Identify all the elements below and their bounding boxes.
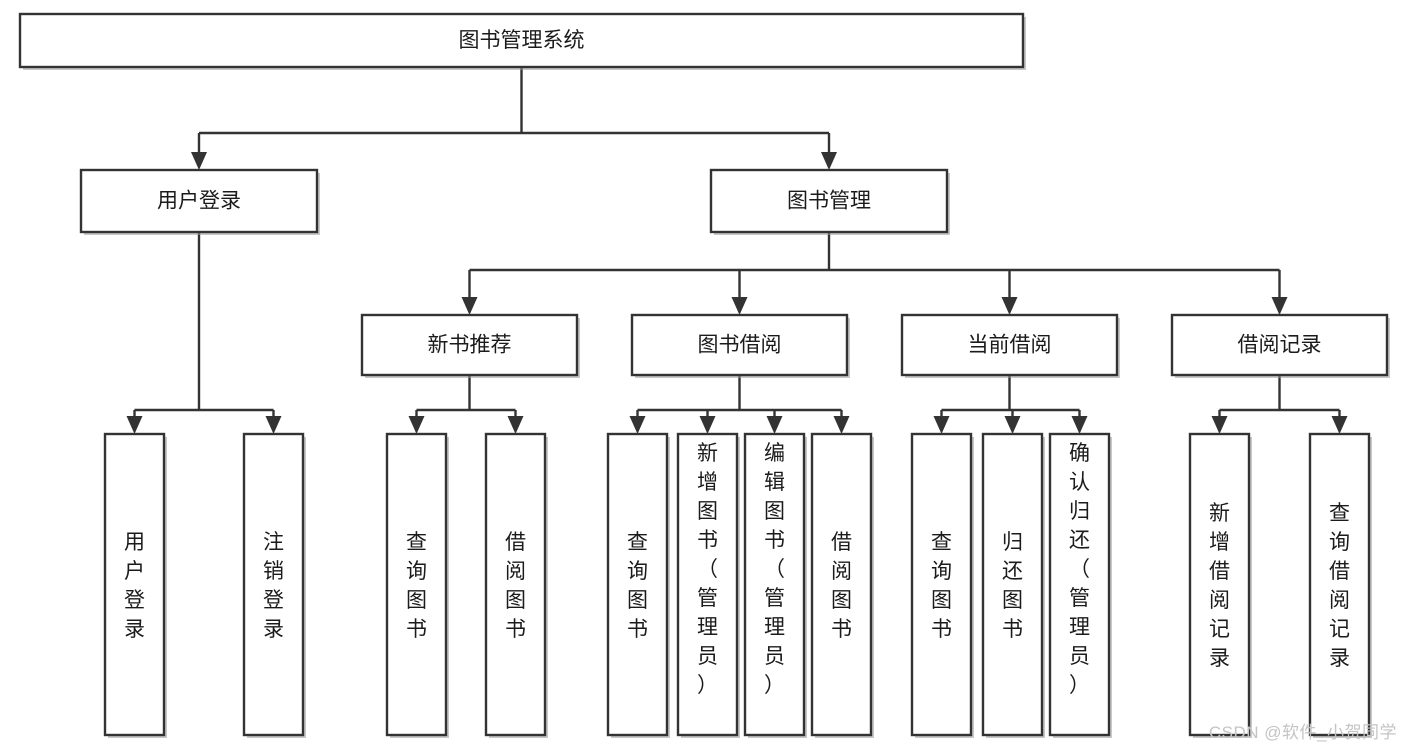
node-label: 查询图书: [627, 531, 648, 641]
node-layer: 图书管理系统用户登录图书管理新书推荐图书借阅当前借阅借阅记录用户登录注销登录查询…: [18, 12, 1390, 738]
node-box[interactable]: [1170, 313, 1389, 377]
node-box[interactable]: [810, 432, 873, 737]
node-label: 借阅图书: [831, 531, 852, 641]
arrow-head-icon: [731, 297, 748, 315]
node-box[interactable]: [1188, 432, 1251, 737]
arrow-head-icon: [1001, 297, 1018, 315]
root-node-1[interactable]: 图书管理系统: [18, 12, 1026, 70]
arrow-head-icon: [1071, 416, 1088, 434]
node-box[interactable]: [1048, 432, 1111, 737]
arrow-head-icon: [507, 416, 524, 434]
node-label: 用户登录: [157, 190, 241, 213]
arrow-head-icon: [408, 416, 425, 434]
arrow-head-icon: [766, 416, 783, 434]
node-label: 新增图书（管理员）: [697, 442, 718, 697]
arrow-head-icon: [933, 416, 950, 434]
node-box[interactable]: [360, 313, 579, 377]
node-label: 注销登录: [263, 531, 284, 641]
node-label: 归还图书: [1002, 531, 1023, 641]
node-box[interactable]: [606, 432, 669, 737]
level1-node-2[interactable]: 图书管理: [709, 168, 950, 235]
arrow-head-icon: [1331, 416, 1348, 434]
arrow-head-icon: [461, 297, 478, 315]
arrow-head-icon: [1211, 416, 1228, 434]
level2-node-2[interactable]: 图书借阅: [630, 313, 850, 378]
level2-node-1[interactable]: 新书推荐: [360, 313, 580, 378]
leaf-node-2[interactable]: 注销登录: [242, 432, 306, 738]
leaf-node-8[interactable]: 借阅图书: [810, 432, 874, 738]
connector-layer: [126, 67, 1348, 434]
node-label: 图书管理: [787, 190, 871, 213]
arrow-head-icon: [126, 416, 143, 434]
watermark-text: CSDN @软件_小贺同学: [1208, 723, 1397, 742]
arrow-head-icon: [821, 152, 837, 170]
node-box[interactable]: [630, 313, 849, 377]
arrow-head-icon: [699, 416, 716, 434]
leaf-node-6[interactable]: 新增图书（管理员）: [676, 432, 740, 738]
node-label: 编辑图书（管理员）: [764, 442, 785, 697]
node-box[interactable]: [385, 432, 448, 737]
leaf-node-7[interactable]: 编辑图书（管理员）: [743, 432, 807, 738]
arrow-head-icon: [629, 416, 646, 434]
leaf-node-12[interactable]: 新增借阅记录: [1188, 432, 1252, 738]
node-box[interactable]: [910, 432, 973, 737]
arrow-head-icon: [833, 416, 850, 434]
arrow-head-icon: [191, 152, 207, 170]
node-label: 新书推荐: [428, 334, 512, 357]
node-box[interactable]: [103, 432, 166, 737]
node-box[interactable]: [709, 168, 949, 234]
node-label: 借阅记录: [1238, 334, 1322, 357]
arrow-head-icon: [1004, 416, 1021, 434]
leaf-node-4[interactable]: 借阅图书: [484, 432, 548, 738]
level2-node-4[interactable]: 借阅记录: [1170, 313, 1390, 378]
node-label: 查询图书: [931, 531, 952, 641]
node-box[interactable]: [79, 168, 319, 234]
leaf-node-1[interactable]: 用户登录: [103, 432, 167, 738]
node-label: 图书借阅: [698, 334, 782, 357]
node-label: 查询借阅记录: [1329, 502, 1350, 670]
node-box[interactable]: [743, 432, 806, 737]
node-box[interactable]: [18, 12, 1025, 69]
node-box[interactable]: [981, 432, 1044, 737]
node-label: 借阅图书: [505, 531, 526, 641]
level2-node-3[interactable]: 当前借阅: [900, 313, 1120, 378]
node-label: 查询图书: [406, 531, 427, 641]
node-label: 确认归还（管理员）: [1069, 442, 1090, 697]
node-box[interactable]: [1308, 432, 1371, 737]
leaf-node-11[interactable]: 确认归还（管理员）: [1048, 432, 1112, 738]
leaf-node-10[interactable]: 归还图书: [981, 432, 1045, 738]
leaf-node-3[interactable]: 查询图书: [385, 432, 449, 738]
node-box[interactable]: [242, 432, 305, 737]
arrow-head-icon: [265, 416, 282, 434]
leaf-node-9[interactable]: 查询图书: [910, 432, 974, 738]
node-label: 图书管理系统: [459, 29, 585, 52]
arrow-head-icon: [1271, 297, 1288, 315]
leaf-node-13[interactable]: 查询借阅记录: [1308, 432, 1372, 738]
node-label: 用户登录: [124, 531, 145, 641]
node-box[interactable]: [900, 313, 1119, 377]
node-box[interactable]: [676, 432, 739, 737]
node-label: 新增借阅记录: [1209, 502, 1230, 670]
leaf-node-5[interactable]: 查询图书: [606, 432, 670, 738]
node-label: 当前借阅: [968, 334, 1052, 357]
level1-node-1[interactable]: 用户登录: [79, 168, 320, 235]
node-box[interactable]: [484, 432, 547, 737]
